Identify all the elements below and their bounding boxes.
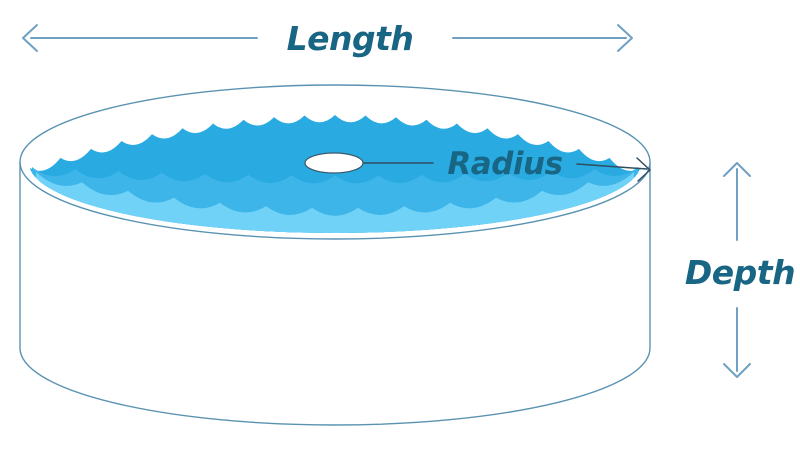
length-arrowhead-right-icon	[617, 24, 633, 52]
water-wave-band-mid	[32, 167, 638, 233]
cylinder-body	[19, 162, 651, 426]
center-point-ellipse	[304, 152, 364, 174]
depth-label: Depth	[685, 253, 795, 292]
radius-arrowhead-icon	[636, 157, 651, 182]
length-label: Length	[287, 19, 414, 58]
radius-arrow	[363, 157, 651, 182]
length-arrowhead-left-icon	[22, 24, 38, 52]
depth-arrowhead-down-icon	[723, 363, 751, 378]
length-arrow	[22, 24, 633, 52]
depth-arrow	[723, 162, 751, 378]
radius-label: Radius	[447, 146, 562, 182]
water-wave-band-light	[36, 172, 634, 233]
depth-arrowhead-up-icon	[723, 162, 751, 177]
radius-arrow-line	[363, 162, 648, 170]
